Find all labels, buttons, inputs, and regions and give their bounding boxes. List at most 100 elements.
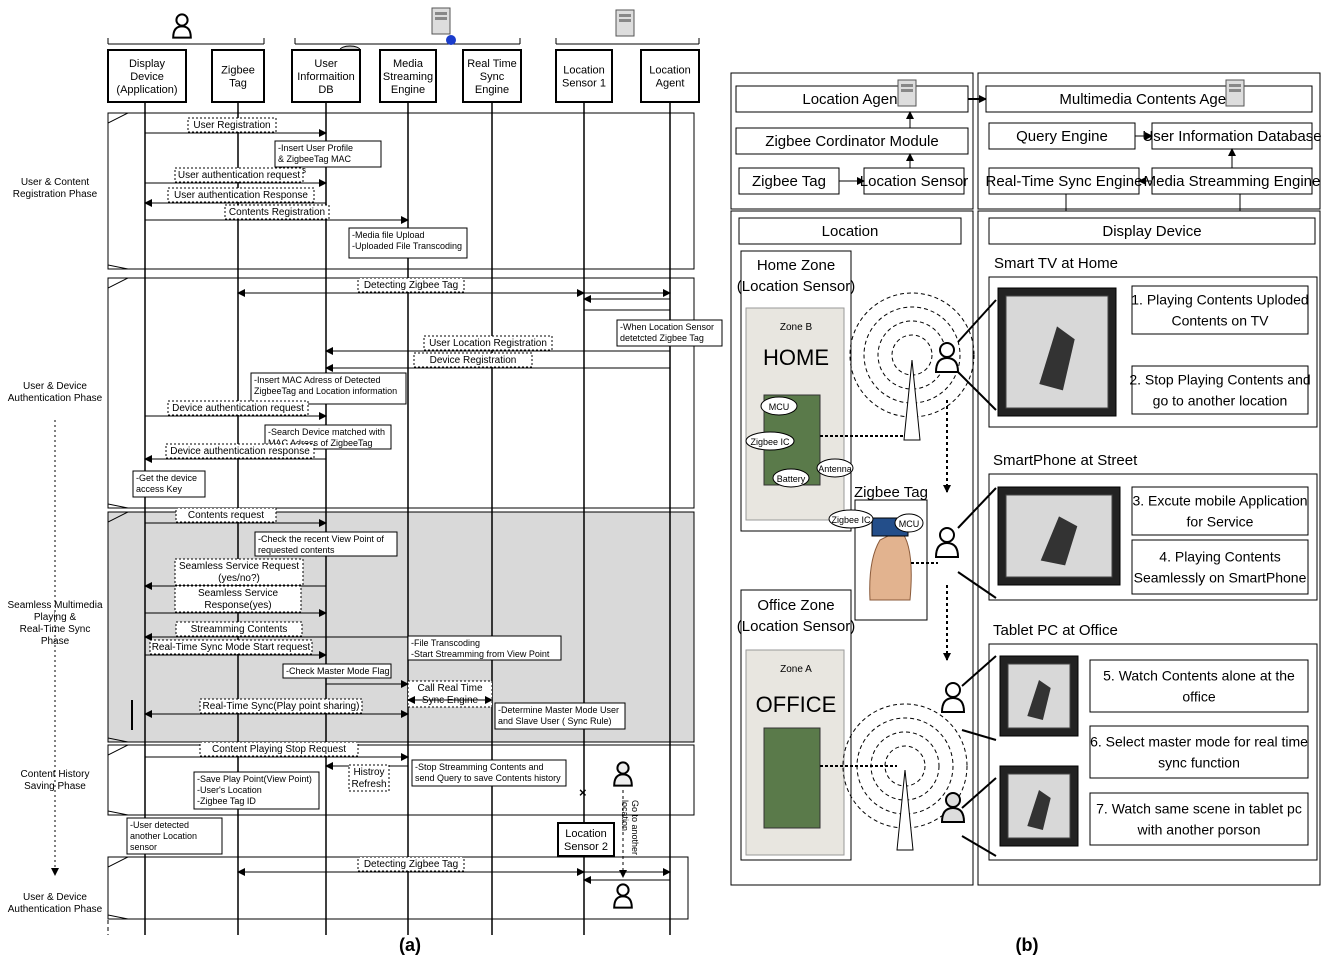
message-label-box xyxy=(175,621,303,637)
server-case xyxy=(1225,79,1245,107)
note-text: -Media file Upload-Uploaded File Transco… xyxy=(352,230,462,251)
phase-label-line: Authentication Phase xyxy=(8,393,103,404)
component-label-line: Query Engine xyxy=(1016,128,1108,145)
message-label: Real-Time Sync Mode Start request xyxy=(152,642,311,653)
component-label: Real-Time Sync Engine xyxy=(985,173,1142,190)
component-label: Location xyxy=(822,223,879,240)
part-label: MCU xyxy=(769,402,790,412)
zone-title-line: (Location Sensor) xyxy=(737,278,855,295)
step-label-line: 2. Stop Playing Contents and xyxy=(1129,372,1310,388)
user-body xyxy=(934,356,960,373)
zone-sign: Zone A xyxy=(780,664,812,675)
phase-label-line: Phase xyxy=(41,636,70,647)
participant-label-line: Sync xyxy=(480,71,505,83)
user-icon xyxy=(934,527,960,558)
part-label: Battery xyxy=(777,474,806,484)
note-text: -Save Play Point(View Point)-User's Loca… xyxy=(197,774,312,806)
phase-label-line: Content History xyxy=(21,769,90,780)
note-box xyxy=(616,319,723,347)
device-title: Smart TV at Home xyxy=(994,255,1118,272)
server-slot xyxy=(435,12,447,15)
note-text-line: detetcted Zigbee Tag xyxy=(620,333,704,343)
user-device-link xyxy=(957,487,997,529)
user-body xyxy=(940,806,966,823)
phase-label-line: Authentication Phase xyxy=(8,904,103,915)
note-text-line: send Query to save Contents history xyxy=(415,773,561,783)
message-label: Contents Registration xyxy=(229,207,325,218)
step-box xyxy=(1089,725,1309,779)
participant-label-line: Agent xyxy=(656,78,685,90)
message-label: Seamless Service Request(yes/no?) xyxy=(179,561,299,584)
participant-label-line: Location xyxy=(563,65,605,77)
device-title-line: SmartPhone at Street xyxy=(993,452,1138,469)
video-frame xyxy=(1039,326,1075,391)
message-label-line: Call Real Time xyxy=(417,683,482,694)
part-label-line: Antenna xyxy=(818,464,852,474)
panel-caption-line: (b) xyxy=(1016,935,1039,955)
note-text-line: -User detected xyxy=(130,820,189,830)
component-label: Location Agent xyxy=(802,91,902,108)
step-label-line: Seamlessly on SmartPhone xyxy=(1134,570,1307,586)
antenna-icon xyxy=(903,359,921,441)
user-icon xyxy=(934,342,960,373)
participant-label: ZigbeeTag xyxy=(221,65,255,90)
message-label-box xyxy=(423,335,553,351)
note-box xyxy=(132,470,206,498)
note-text-line: -When Location Sensor xyxy=(620,322,714,332)
component-box xyxy=(1151,167,1313,195)
part-label: Zigbee IC xyxy=(750,437,790,447)
note-text-line: -Check Master Mode Flag xyxy=(286,666,390,676)
participant-label-line: Device xyxy=(130,71,164,83)
component-label: Query Engine xyxy=(1016,128,1108,145)
part-label: MCU xyxy=(899,519,920,529)
frame-curl xyxy=(107,856,129,920)
user-device-link xyxy=(961,655,997,687)
server-slot xyxy=(901,89,913,92)
note-text: -Check the recent View Point ofrequested… xyxy=(258,534,384,555)
device-title: Tablet PC at Office xyxy=(993,622,1118,639)
server-case xyxy=(431,7,451,35)
message-label-box xyxy=(357,856,465,872)
message-label-line: User authentication request xyxy=(178,170,301,181)
message-label-line: Response(yes) xyxy=(204,600,271,611)
step-label-line: go to another location xyxy=(1153,393,1288,409)
note-box xyxy=(250,372,407,405)
step-box xyxy=(1131,365,1309,415)
video-frame xyxy=(1040,516,1078,566)
frame-curl xyxy=(107,277,129,509)
component-label: Media Streamming Engine xyxy=(1144,173,1321,190)
destroy-mark: × xyxy=(579,785,587,800)
message-label: User authentication Response xyxy=(174,190,308,201)
note-text-line: -User's Location xyxy=(197,785,262,795)
step-label-line: 7. Watch same scene in tablet pc xyxy=(1096,801,1302,817)
server-icon xyxy=(431,7,451,35)
phase-label-line: Real-Time Sync xyxy=(20,624,91,635)
message-label-line: Real-Time Sync Mode Start request xyxy=(152,642,311,653)
user-device-link xyxy=(957,371,997,411)
note-text: -Insert MAC Adress of DetectedZigbeeTag … xyxy=(254,375,397,396)
note-text-line: -Search Device matched with xyxy=(268,427,385,437)
user-head xyxy=(175,13,189,27)
frame-curl xyxy=(107,511,129,743)
message-label-line: Device authentication response xyxy=(170,446,310,457)
message-label-line: Refresh xyxy=(351,779,386,790)
message-label-line: Seamless Service Request xyxy=(179,561,299,572)
part-label-line: MCU xyxy=(899,519,920,529)
component-label-line: Zigbee Cordinator Module xyxy=(765,133,938,150)
step-box xyxy=(1131,285,1309,335)
phase-label-line: User & Device xyxy=(23,892,87,903)
note-box xyxy=(274,140,382,168)
participant-label-line: Sensor 1 xyxy=(562,78,606,90)
user-head xyxy=(616,883,630,897)
message-label: User Location Registration xyxy=(429,338,547,349)
part-callout xyxy=(816,458,854,478)
server-icon xyxy=(615,9,635,37)
